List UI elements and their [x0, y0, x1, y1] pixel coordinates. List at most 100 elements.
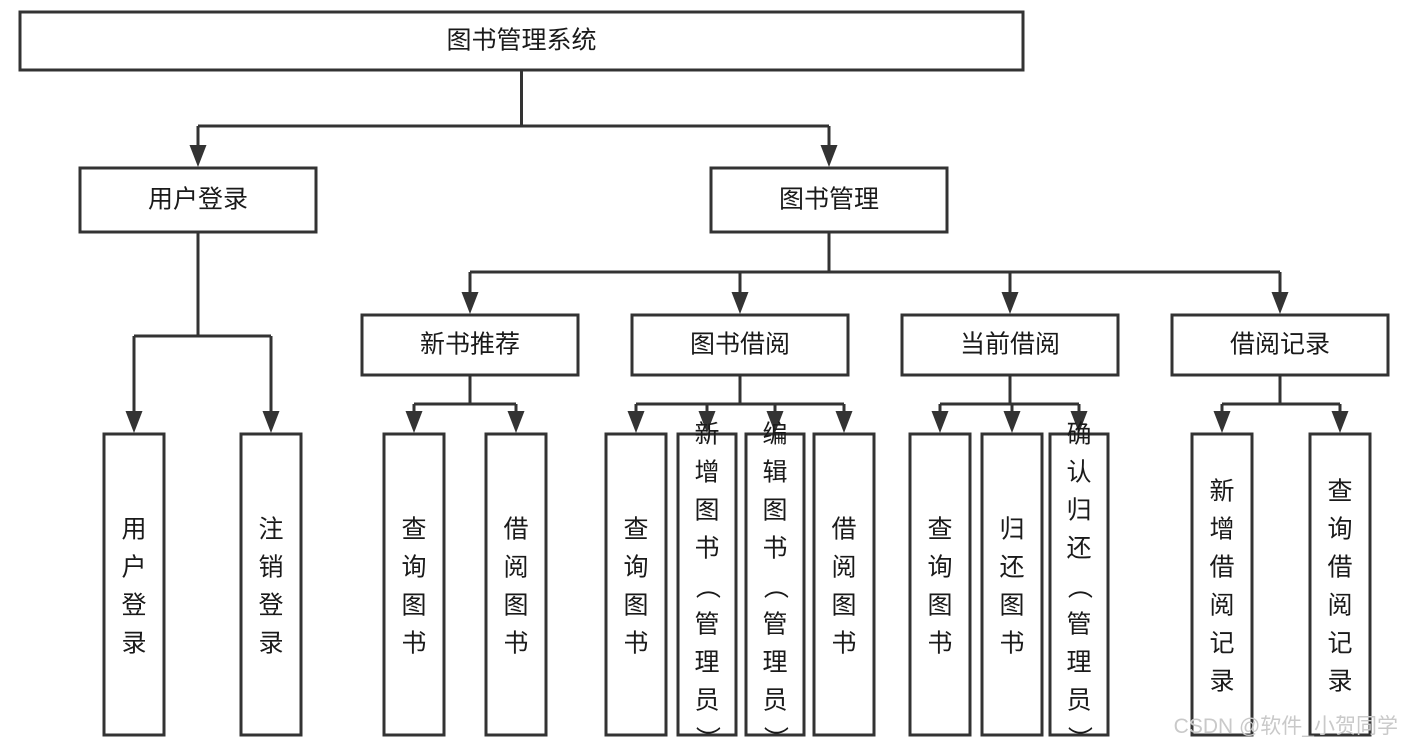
node-box-leaf-query-book-cur[interactable] [908, 432, 972, 737]
node-box-current-borrow[interactable] [900, 313, 1120, 377]
book-borrow-to-leaves-arrow-0-head [627, 411, 645, 433]
node-box-root[interactable] [18, 10, 1025, 72]
node-box-user-login[interactable] [78, 166, 318, 234]
node-label-char: 书 [694, 535, 719, 563]
node-root[interactable]: 图书管理系统 [18, 10, 1025, 72]
node-box-leaf-user-logout[interactable] [239, 432, 303, 737]
node-box-leaf-borrow-book-bor[interactable] [812, 432, 876, 737]
node-label-book-borrow: 图书借阅 [690, 331, 790, 359]
root-to-level2-arrow-0-head [189, 145, 207, 167]
node-label-char: 书 [503, 630, 528, 658]
node-label-root: 图书管理系统 [446, 27, 596, 55]
node-label-char: 询 [927, 554, 952, 582]
node-box-leaf-add-book[interactable] [676, 432, 738, 737]
node-label-char: 询 [1327, 516, 1352, 544]
node-label-char: 销 [258, 554, 283, 582]
book-borrow-to-leaves-arrow-1-head [698, 411, 716, 433]
node-label-char: 阅 [1209, 592, 1234, 620]
node-book-manage[interactable]: 图书管理 [709, 166, 949, 234]
node-label-char: 归 [1066, 497, 1091, 525]
node-label-char: 查 [623, 516, 648, 544]
book-borrow-to-leaves-arrow-3-head [835, 411, 853, 433]
node-box-leaf-return-book[interactable] [980, 432, 1044, 737]
node-label-char: 书 [831, 630, 856, 658]
node-label-char: 阅 [1327, 592, 1352, 620]
node-label-char: 管 [1066, 611, 1091, 639]
node-current-borrow[interactable]: 当前借阅 [900, 313, 1120, 377]
node-label-char: 录 [1327, 668, 1352, 696]
node-label-char: 借 [831, 516, 856, 544]
node-borrow-record[interactable]: 借阅记录 [1170, 313, 1390, 377]
node-label-char: 询 [401, 554, 426, 582]
node-box-leaf-user-login[interactable] [102, 432, 166, 737]
node-label-char: 图 [927, 592, 952, 620]
node-label-char: 录 [121, 630, 146, 658]
node-box-leaf-edit-book[interactable] [744, 432, 806, 737]
node-box-new-book-recommend[interactable] [360, 313, 580, 377]
node-label-char: 还 [999, 554, 1024, 582]
node-label-char: 增 [1209, 516, 1234, 544]
node-box-leaf-query-record[interactable] [1308, 432, 1372, 737]
node-layer: 图书管理系统用户登录图书管理新书推荐图书借阅当前借阅借阅记录用户登录注销登录查询… [18, 10, 1390, 747]
node-label-char: 编 [762, 421, 787, 449]
node-label-char: 记 [1327, 630, 1352, 658]
node-label-char: 查 [401, 516, 426, 544]
node-book-borrow[interactable]: 图书借阅 [630, 313, 850, 377]
node-label-char: 书 [999, 630, 1024, 658]
node-box-leaf-add-record[interactable] [1190, 432, 1254, 737]
node-box-leaf-query-book-bor[interactable] [604, 432, 668, 737]
borrow-record-to-leaves-arrow-0-head [1213, 411, 1231, 433]
node-label-new-book-recommend: 新书推荐 [420, 331, 520, 359]
node-label-char: 理 [1066, 649, 1091, 677]
node-label-char: 还 [1066, 535, 1091, 563]
node-label-char: 注 [258, 516, 283, 544]
current-borrow-to-leaves-arrow-0-head [931, 411, 949, 433]
node-label-borrow-record: 借阅记录 [1230, 331, 1330, 359]
connector-layer [125, 70, 1349, 433]
node-label-char: 理 [762, 649, 787, 677]
node-label-char: 图 [831, 592, 856, 620]
node-label-char: 借 [503, 516, 528, 544]
node-label-char: 户 [121, 554, 146, 582]
node-label-char: 员 [1066, 687, 1091, 715]
node-box-book-manage[interactable] [709, 166, 949, 234]
node-leaf-user-login[interactable]: 用户登录 [102, 432, 166, 737]
node-label-char: 借 [1327, 554, 1352, 582]
node-box-borrow-record[interactable] [1170, 313, 1390, 377]
node-label-book-manage: 图书管理 [779, 186, 879, 214]
node-label-char: 认 [1066, 459, 1091, 487]
node-label-char: 阅 [503, 554, 528, 582]
node-new-book-recommend[interactable]: 新书推荐 [360, 313, 580, 377]
node-label-char: 查 [927, 516, 952, 544]
node-label-char: 记 [1209, 630, 1234, 658]
node-label-char: 登 [121, 592, 146, 620]
node-user-login[interactable]: 用户登录 [78, 166, 318, 234]
node-label-char: 图 [623, 592, 648, 620]
node-box-leaf-confirm-return[interactable] [1048, 432, 1110, 737]
book-borrow-to-leaves-arrow-2-head [766, 411, 784, 433]
node-box-leaf-borrow-book-rec[interactable] [484, 432, 548, 737]
node-label-char: 确 [1066, 421, 1091, 449]
node-label-char: 理 [694, 649, 719, 677]
node-box-book-borrow[interactable] [630, 313, 850, 377]
node-label-char: 新 [1209, 478, 1234, 506]
node-box-leaf-query-book-rec[interactable] [382, 432, 446, 737]
node-label-char: 查 [1327, 478, 1352, 506]
current-borrow-to-leaves-arrow-1-head [1003, 411, 1021, 433]
node-label-char: 增 [694, 459, 719, 487]
node-label-char: ） [761, 726, 789, 747]
